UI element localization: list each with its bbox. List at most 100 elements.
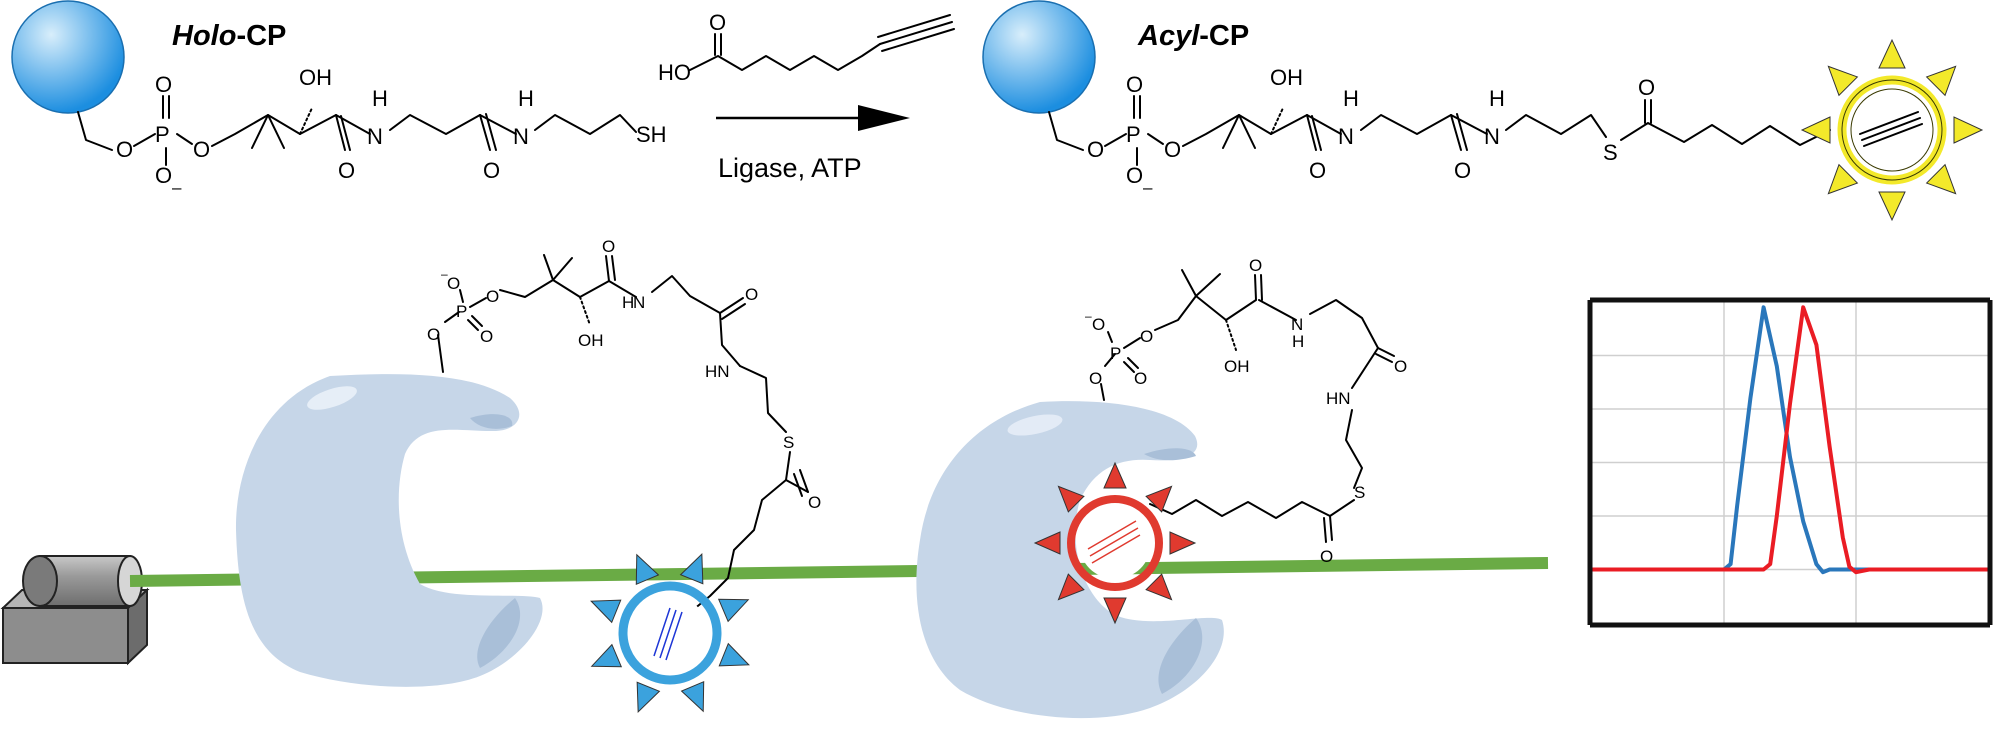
atom-o: O [1087,137,1104,162]
atom-h: H [518,86,534,111]
atom-o: O [745,285,758,304]
probe-ray [1827,65,1859,97]
charge-minus: – [441,267,448,281]
atom-o: O [1394,357,1407,376]
svg-text:Holo-CP: Holo-CP [172,20,286,52]
probe-ray [1878,38,1906,69]
linker-structure-1: O P O – O O OH O N H O HN S O [427,237,821,641]
atom-o: O [808,493,821,512]
atom-o: O [338,158,355,183]
atom-o: O [1126,163,1143,188]
atom-o: O [155,163,172,188]
probe-ray [1925,65,1957,97]
atom-o: O [427,325,440,344]
atom-hn: HN [705,362,730,381]
reagent-ho: HO [658,60,691,85]
atom-s: S [1603,140,1618,165]
reaction-conditions: Ligase, ATP [718,153,862,183]
probe-ray [1145,485,1173,513]
alkyne-fatty-acid-reagent: HO O [658,10,955,85]
atom-o: O [1309,158,1326,183]
probe-ray [590,643,623,668]
red-sun-probe-icon [1033,461,1197,625]
atom-o: O [486,287,499,306]
probe-ray [1800,116,1831,144]
charge-minus: – [172,178,182,197]
atom-n: N [513,124,529,149]
atom-o: O [1320,547,1333,566]
probe-ray [1925,163,1957,195]
probe-ray [1057,485,1085,513]
reagent-carbonyl-o: O [709,10,726,35]
chart-lines [1592,305,1988,575]
atom-n: N [1291,315,1303,334]
acyl-cp-structure: Acyl-CP O P O O – O OH O N H O N H S O [982,0,1831,197]
atom-oh: OH [578,331,604,350]
charge-minus: – [1085,309,1092,323]
probe-ray [1145,573,1173,601]
probe-ray [635,553,660,586]
atom-o: O [1089,369,1102,388]
probe-ray [1953,116,1984,144]
atom-sh: SH [636,122,667,147]
atom-o: O [602,237,615,256]
chromatogram-chart [1587,297,1993,628]
atom-hn: HN [1326,389,1351,408]
atom-oh: OH [1224,357,1250,376]
atom-o: O [1140,327,1153,346]
atom-o: O [193,137,210,162]
probe-ray [1878,191,1906,222]
acyl-title-italic: Acyl [1137,20,1200,52]
atom-n: N [633,293,645,312]
probe-ray [590,599,622,624]
atom-h: H [622,293,634,312]
linker-structure-2: O P O – O O OH O N H O HN S O [1085,256,1407,566]
probe-ray [1103,597,1127,625]
holo-title-italic: Holo [172,20,236,52]
atom-h: H [1292,332,1304,351]
charge-minus: – [1143,178,1153,197]
atom-h: H [372,86,388,111]
atom-p: P [456,302,467,321]
probe-ray [636,681,661,713]
atom-n: N [367,124,383,149]
atom-s: S [783,433,794,452]
atom-o: O [1092,315,1105,334]
atom-h: H [1489,86,1505,111]
atom-o: O [1249,256,1262,275]
probe-ray [1169,531,1197,555]
detector-icon [0,555,150,666]
reaction-arrow [716,105,910,131]
atom-o: O [1134,369,1147,388]
atom-h: H [1343,86,1359,111]
holo-cp-structure: Holo-CP O P O O – O OH O N H O N H SH [11,0,667,197]
protein-1-icon [235,374,543,687]
atom-o: O [116,137,133,162]
chart-series-line-2 [1592,305,1988,575]
atom-p: P [155,122,170,147]
yellow-sun-probe-icon [1800,38,1984,222]
holo-title-suffix: -CP [236,20,286,52]
atom-o: O [1126,72,1143,97]
atom-o: O [483,158,500,183]
atom-oh: OH [299,65,332,90]
probe-ray [1033,531,1061,555]
atom-n: N [1484,124,1500,149]
probe-ray [1057,573,1085,601]
resin-bead-icon [11,0,125,114]
atom-oh: OH [1270,65,1303,90]
probe-ray [680,680,705,713]
blue-sun-probe-icon [590,553,750,713]
atom-o: O [1454,158,1471,183]
atom-p: P [1110,344,1121,363]
probe-ray [718,642,750,667]
svg-text:Acyl-CP: Acyl-CP [1137,20,1249,52]
resin-bead-icon [982,0,1096,114]
probe-ray [717,598,750,623]
atom-o: O [1164,137,1181,162]
probe-ray [1103,461,1127,489]
probe-ray [679,553,704,585]
atom-s: S [1354,483,1365,502]
acyl-title-suffix: -CP [1199,20,1249,52]
